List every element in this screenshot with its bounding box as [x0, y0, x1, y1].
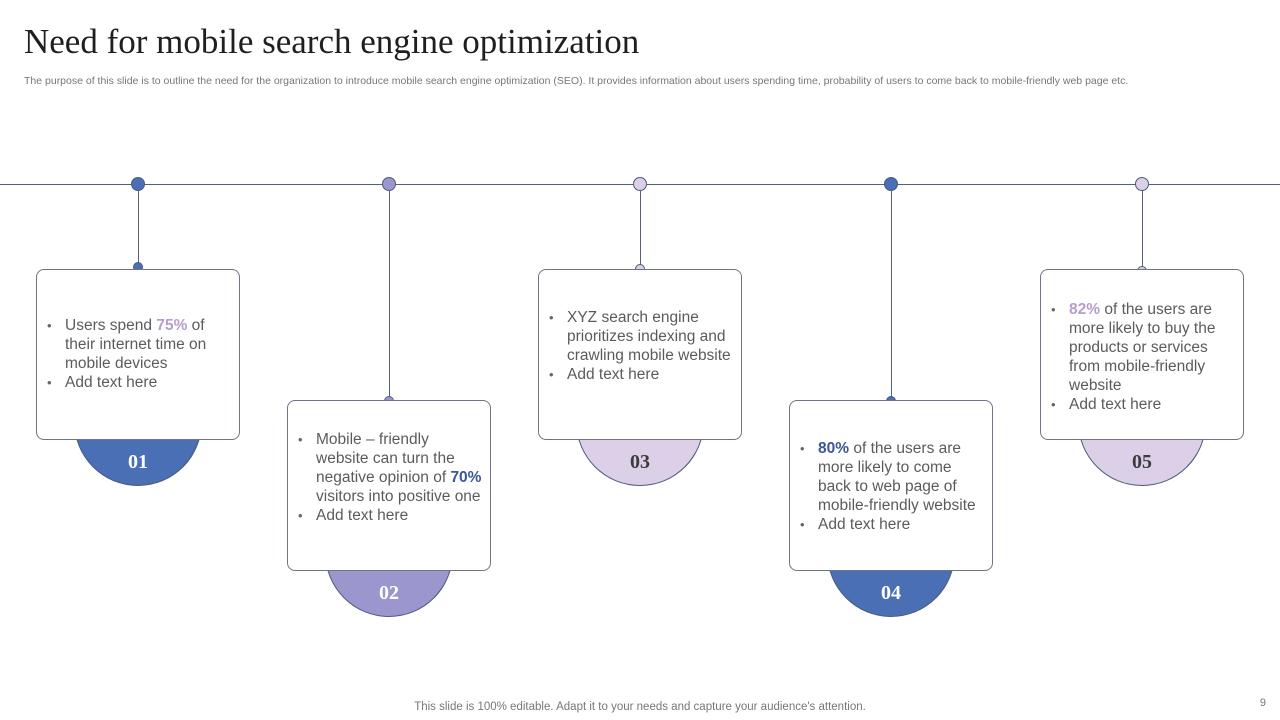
connector-2 — [389, 191, 390, 401]
highlight-stat: 82% — [1069, 301, 1101, 318]
step-card-1: Users spend 75% of their internet time o… — [36, 269, 240, 440]
bullet-4-1: 80% of the users are more likely to come… — [800, 439, 984, 515]
step-number-4: 04 — [881, 582, 901, 604]
step-bullets-3: XYZ search engine prioritizes indexing a… — [549, 308, 733, 384]
step-bullets-1: Users spend 75% of their internet time o… — [47, 316, 231, 392]
timeline-dot-3 — [633, 177, 647, 191]
step-number-3: 03 — [630, 451, 650, 473]
page-number: 9 — [1259, 697, 1266, 709]
bullet-4-2: Add text here — [800, 515, 984, 534]
connector-4 — [891, 191, 892, 401]
bullet-3-1: XYZ search engine prioritizes indexing a… — [549, 308, 733, 365]
bullet-1-1: Users spend 75% of their internet time o… — [47, 316, 231, 373]
bullet-5-2: Add text here — [1051, 395, 1235, 414]
highlight-stat: 70% — [450, 469, 482, 486]
step-number-5: 05 — [1132, 451, 1152, 473]
bullet-5-1: 82% of the users are more likely to buy … — [1051, 300, 1235, 395]
step-number-1: 01 — [128, 451, 148, 473]
timeline-dot-2 — [382, 177, 396, 191]
bullet-2-2: Add text here — [298, 506, 482, 525]
footer-note: This slide is 100% editable. Adapt it to… — [414, 701, 866, 713]
bullet-2-1: Mobile – friendly website can turn the n… — [298, 430, 482, 506]
highlight-stat: 80% — [818, 440, 850, 457]
step-card-2: Mobile – friendly website can turn the n… — [287, 400, 491, 571]
bullet-3-2: Add text here — [549, 365, 733, 384]
connector-1 — [138, 191, 139, 267]
connector-3 — [640, 191, 641, 269]
step-card-5: 82% of the users are more likely to buy … — [1040, 269, 1244, 440]
timeline-dot-4 — [884, 177, 898, 191]
step-number-2: 02 — [379, 582, 399, 604]
slide-title: Need for mobile search engine optimizati… — [24, 22, 640, 61]
timeline-dot-1 — [131, 177, 145, 191]
connector-5 — [1142, 191, 1143, 271]
highlight-stat: 75% — [156, 317, 188, 334]
step-bullets-4: 80% of the users are more likely to come… — [800, 439, 984, 534]
slide-subtitle: The purpose of this slide is to outline … — [24, 75, 1129, 87]
bullet-1-2: Add text here — [47, 373, 231, 392]
step-card-4: 80% of the users are more likely to come… — [789, 400, 993, 571]
step-card-3: XYZ search engine prioritizes indexing a… — [538, 269, 742, 440]
step-bullets-2: Mobile – friendly website can turn the n… — [298, 430, 482, 525]
timeline-dot-5 — [1135, 177, 1149, 191]
step-bullets-5: 82% of the users are more likely to buy … — [1051, 300, 1235, 414]
